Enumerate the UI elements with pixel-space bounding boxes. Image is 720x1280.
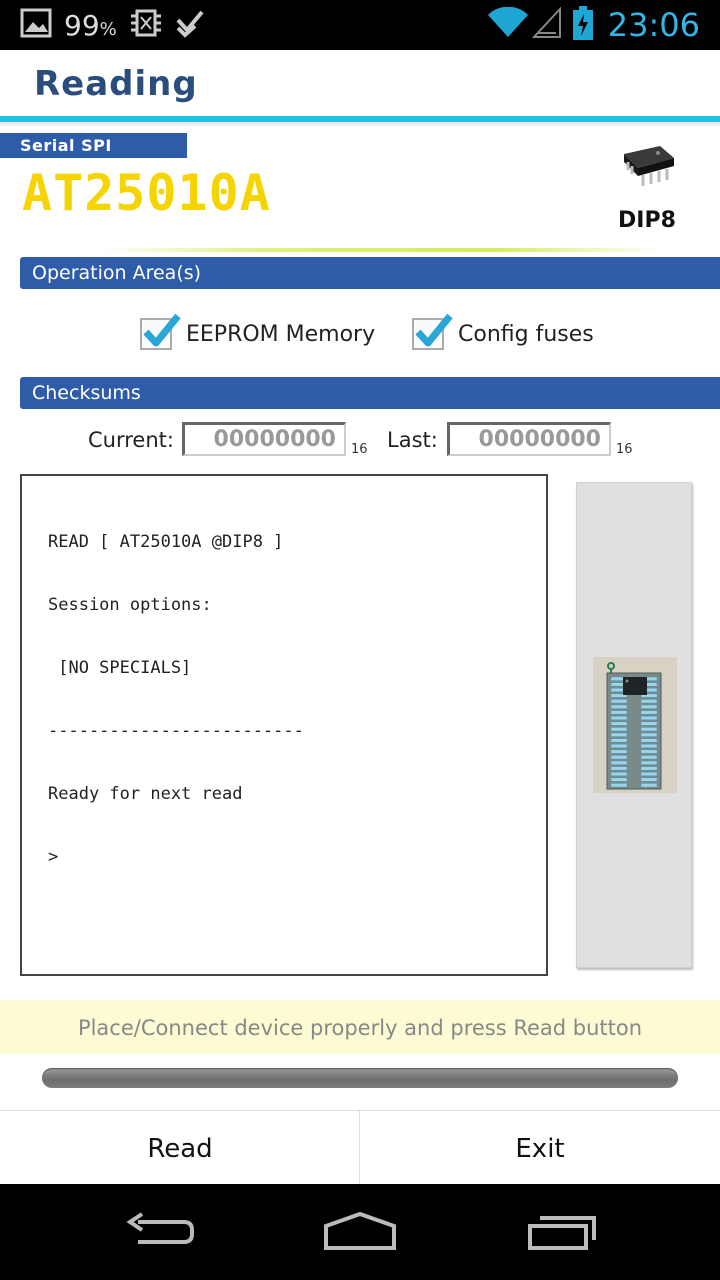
last-checksum-label: Last: (387, 428, 438, 452)
socket-pin (640, 721, 658, 726)
status-time: 23:06 (607, 6, 700, 44)
current-checksum-base: 16 (351, 442, 368, 457)
console-line: Session options: (48, 595, 212, 615)
console-line: > (48, 847, 59, 867)
home-icon[interactable] (322, 1208, 398, 1260)
checksums-header: Checksums (20, 377, 720, 409)
config-fuses-checkbox[interactable]: Config fuses (412, 312, 594, 356)
checkbox-checked-icon[interactable] (140, 313, 181, 350)
battery-percent-unit: % (99, 18, 117, 40)
button-divider (359, 1111, 360, 1185)
read-button[interactable]: Read (0, 1111, 360, 1185)
zif-socket-icon (593, 657, 677, 797)
action-bar-shadow (0, 122, 720, 128)
page-title: Reading (34, 64, 198, 104)
checkbox-checked-icon[interactable] (412, 313, 453, 350)
socket-pin (610, 755, 628, 760)
socket-pin (610, 771, 628, 777)
socket-pin (640, 743, 658, 749)
operation-area-header: Operation Area(s) (20, 257, 720, 289)
socket-pin (640, 766, 658, 771)
socket-pin (610, 783, 628, 788)
socket-pin (640, 704, 658, 709)
socket-pin (640, 732, 658, 737)
socket-pin (640, 783, 658, 788)
socket-pin (640, 715, 658, 721)
hint-bar: Place/Connect device properly and press … (0, 1000, 720, 1054)
socket-pin (610, 727, 628, 732)
usb-icon (129, 8, 163, 42)
socket-pin (610, 732, 628, 737)
socket-pin (640, 777, 658, 782)
battery-percent-value: 99 (64, 8, 100, 42)
socket-pin (640, 699, 658, 704)
socket-pin (610, 693, 628, 698)
battery-charging-icon (572, 6, 594, 44)
socket-pin (610, 715, 628, 721)
socket-pin (610, 743, 628, 749)
dip-chip-icon (620, 140, 676, 198)
recents-icon[interactable] (526, 1208, 598, 1260)
image-icon (20, 8, 52, 42)
socket-pin (610, 721, 628, 726)
socket-panel (576, 482, 692, 968)
status-left: 99% (20, 8, 217, 42)
socket-pin (640, 755, 658, 760)
progress-bar (42, 1068, 678, 1088)
current-checksum-field: 00000000 (182, 422, 346, 456)
socket-pin (640, 760, 658, 765)
console-log[interactable]: READ [ AT25010A @DIP8 ] Session options:… (20, 474, 548, 976)
socket-pin (610, 777, 628, 782)
socket-pin (640, 710, 658, 715)
socket-pin (640, 727, 658, 732)
device-name-underline (100, 248, 660, 252)
device-name: AT25010A (22, 164, 271, 222)
device-type-badge: Serial SPI EEPROM (0, 133, 187, 180)
signal-icon (531, 6, 562, 43)
check-icon (175, 8, 205, 42)
console-line: Ready for next read (48, 784, 243, 804)
last-checksum-field: 00000000 (447, 422, 611, 456)
socket-pin (640, 749, 658, 754)
package-label: DIP8 (618, 208, 676, 233)
navigation-bar (0, 1184, 720, 1280)
socket-pin (610, 699, 628, 704)
checkbox-label: Config fuses (458, 321, 594, 347)
console-line: ------------------------- (48, 721, 304, 741)
socket-pin (640, 693, 658, 698)
socket-pin (610, 710, 628, 715)
action-bar-accent-line (0, 116, 720, 122)
console-line: READ [ AT25010A @DIP8 ] (48, 532, 284, 552)
console-line: [NO SPECIALS] (48, 658, 192, 678)
wifi-icon (487, 6, 528, 43)
exit-button[interactable]: Exit (360, 1111, 720, 1185)
current-checksum-label: Current: (88, 428, 174, 452)
socket-pin (640, 771, 658, 777)
eeprom-memory-checkbox[interactable]: EEPROM Memory (140, 312, 375, 356)
action-bar: Reading (0, 50, 720, 120)
back-icon[interactable] (124, 1208, 196, 1260)
battery-percent: 99% (64, 9, 117, 42)
last-checksum-base: 16 (616, 442, 633, 457)
status-bar: 99% 23:06 (0, 0, 720, 50)
socket-pin (610, 749, 628, 754)
socket-pin (610, 760, 628, 765)
socket-pin (610, 766, 628, 771)
button-bar: Read Exit (0, 1110, 720, 1185)
checkbox-label: EEPROM Memory (186, 321, 376, 347)
socket-pin (640, 738, 658, 743)
socket-pin (610, 704, 628, 709)
socket-pin (610, 738, 628, 743)
status-right: 23:06 (487, 6, 700, 44)
